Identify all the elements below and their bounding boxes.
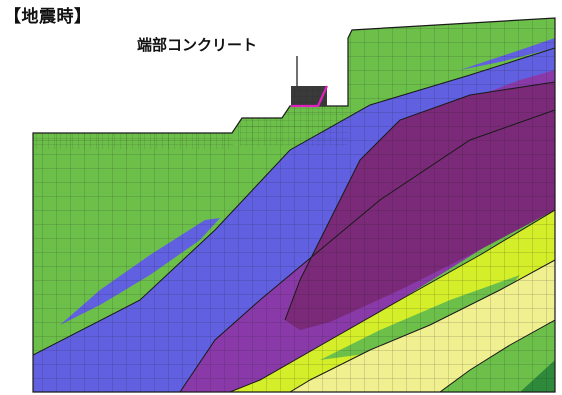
model-boundary bbox=[32, 17, 556, 393]
end-concrete-label: 端部コンクリート bbox=[137, 36, 258, 54]
diagram-title: 【地震時】 bbox=[4, 7, 92, 27]
end-concrete-edge bbox=[291, 85, 329, 108]
